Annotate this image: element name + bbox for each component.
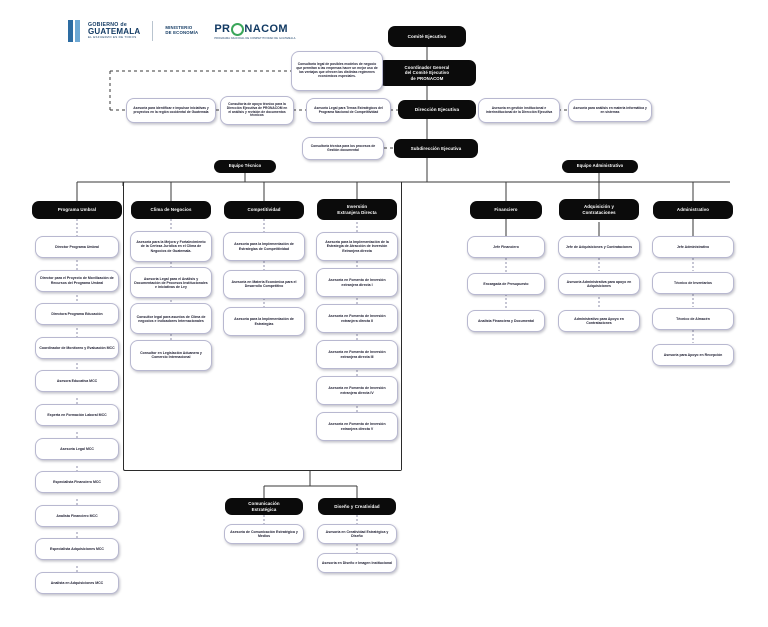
column-header-inversion-extranjera-directa[interactable]: Inversión Extranjera Directa <box>317 199 397 220</box>
node-clima-de-negocios-2[interactable]: Consultor legal para asuntos de Clima de… <box>130 303 212 335</box>
node-programa-umbral-7[interactable]: Especialista Financiero MCC <box>35 471 119 494</box>
advisory-consultoria-apoyo-tecnico[interactable]: Consultoría de apoyo técnico para la Dir… <box>220 96 294 125</box>
node-financiero-1[interactable]: Encargada de Presupuesto <box>467 273 545 295</box>
node-adquisicion-y-contrataciones-2[interactable]: Administrativo para Apoyo en Contratacio… <box>558 310 640 332</box>
node-administrativo-1[interactable]: Técnico de Inventarios <box>652 272 734 294</box>
advisory-asesoria-legal-temas-estrategicos[interactable]: Asesoría Legal para Temas Estratégicos d… <box>306 98 391 123</box>
column-header-financiero[interactable]: Financiero <box>470 201 542 219</box>
node-adquisicion-y-contrataciones-0[interactable]: Jefe de Adquisiciones y Contrataciones <box>558 236 640 258</box>
guatemala-flag-icon <box>68 20 80 42</box>
node-programa-umbral-6[interactable]: Asesoría Legal MCC <box>35 437 119 460</box>
pronacom-wordmark: PR NACOM <box>214 22 295 36</box>
node-programa-umbral-3[interactable]: Coordinador de Monitoreo y Evaluación MC… <box>35 336 119 359</box>
node-adquisicion-y-contrataciones-1[interactable]: Asesoría Administrativa para apoyo en Ad… <box>558 273 640 295</box>
label-equipo-administrativo[interactable]: Equipo Administrativo <box>562 160 638 173</box>
node-competitividad-1[interactable]: Asesoría en Materia Económica para el De… <box>223 269 305 299</box>
pronacom-part1: PR <box>214 23 231 35</box>
column-header-clima-de-negocios[interactable]: Clima de Negocios <box>131 201 211 219</box>
column-header-administrativo[interactable]: Administrativo <box>653 201 733 219</box>
node-administrativo-0[interactable]: Jefe Administrativo <box>652 236 734 258</box>
advisory-asesoria-gestion-institucional[interactable]: Asesoría en gestión institucional e inte… <box>478 98 560 123</box>
node-coordinador-general[interactable]: Coordinador General del Comité Ejecutivo… <box>378 60 476 86</box>
node-direccion-ejecutiva[interactable]: Dirección Ejecutiva <box>398 100 476 119</box>
node-programa-umbral-0[interactable]: Director Programa Umbral <box>35 236 119 258</box>
label-equipo-tecnico[interactable]: Equipo Técnico <box>214 160 276 173</box>
ministerio-line2: DE ECONOMÍA <box>165 30 199 35</box>
gobierno-line3: EL ESFUERZO ES DE TODOS <box>88 35 137 40</box>
node-programa-umbral-8[interactable]: Analista Financiero MCC <box>35 504 119 527</box>
node-inversion-extranjera-directa-3[interactable]: Asesoría en Fomento de Inversión extranj… <box>316 340 398 369</box>
node-programa-umbral-9[interactable]: Especialista Adquisiciones MCC <box>35 538 119 561</box>
node-inversion-extranjera-directa-5[interactable]: Asesoría en Fomento de Inversión extranj… <box>316 412 398 441</box>
equipo-tecnico-frame-right <box>401 182 402 470</box>
ministerio-line1: MINISTERIO <box>165 25 193 31</box>
node-diseno-y-creatividad-1[interactable]: Asesoría en Diseño e Imagen Instituciona… <box>317 553 397 573</box>
gobierno-line2: GUATEMALA <box>88 27 141 37</box>
ministerio-wordmark: MINISTERIO DE ECONOMÍA <box>165 25 199 36</box>
node-programa-umbral-4[interactable]: Asesora Educativa MCC <box>35 370 119 393</box>
node-competitividad-0[interactable]: Asesoría para la Implementación de Estra… <box>223 232 305 261</box>
node-comite-ejecutivo[interactable]: Comité Ejecutivo <box>388 26 466 47</box>
node-financiero-2[interactable]: Analista Financiera y Documental <box>467 310 545 332</box>
brand-divider <box>152 21 154 41</box>
node-inversion-extranjera-directa-1[interactable]: Asesoría en Fomento de Inversión extranj… <box>316 268 398 297</box>
pronacom-ring-icon <box>230 22 244 36</box>
brand-header: GOBIERNO de GUATEMALA EL ESFUERZO ES DE … <box>68 20 296 42</box>
column-header-competitividad[interactable]: Competitividad <box>224 201 304 219</box>
node-programa-umbral-1[interactable]: Director para el Proyecto de Movilizació… <box>35 269 119 292</box>
advisory-asesoria-region-occidental[interactable]: Asesoría para identificar e impulsar ini… <box>126 98 216 123</box>
node-clima-de-negocios-3[interactable]: Consultor en Legislación Aduanera y Come… <box>130 339 212 371</box>
node-clima-de-negocios-1[interactable]: Asesoría Legal para el Análisis y Docume… <box>130 267 212 299</box>
pronacom-logo: PR NACOM PROGRAMA NACIONAL DE COMPETITIV… <box>214 22 296 40</box>
column-header-programa-umbral[interactable]: Programa Umbral <box>32 201 122 219</box>
node-financiero-0[interactable]: Jefe Financiero <box>467 236 545 258</box>
gobierno-wordmark: GOBIERNO de GUATEMALA EL ESFUERZO ES DE … <box>88 21 141 40</box>
node-competitividad-2[interactable]: Asesoría para la Implementación de Estra… <box>223 307 305 336</box>
column-header-adquisicion-y-contrataciones[interactable]: Adquisición y Contrataciones <box>559 199 639 220</box>
column-header-comunicacion-estrategica[interactable]: Comunicación Estratégica <box>225 498 303 515</box>
node-diseno-y-creatividad-0[interactable]: Asesoría en Creatividad Estratégica y Di… <box>317 524 397 544</box>
advisory-asesoria-informatica[interactable]: Asesoría para análisis en materia inform… <box>568 99 652 122</box>
advisory-consultoria-gestion-documental[interactable]: Consultoría técnica para los procesos de… <box>302 137 384 160</box>
node-inversion-extranjera-directa-4[interactable]: Asesoría en Fomento de Inversión extranj… <box>316 376 398 405</box>
advisory-consultoria-modelos-negocio[interactable]: Consultoría legal de posibles modelos de… <box>291 51 383 91</box>
node-inversion-extranjera-directa-0[interactable]: Asesoría para la Implementación de la Es… <box>316 232 398 261</box>
node-administrativo-3[interactable]: Asesoría para Apoyo en Recepción <box>652 344 734 366</box>
node-inversion-extranjera-directa-2[interactable]: Asesoría en Fomento de Inversión extranj… <box>316 304 398 333</box>
node-administrativo-2[interactable]: Técnico de Almacén <box>652 308 734 330</box>
node-programa-umbral-10[interactable]: Analista en Adquisiciones MCC <box>35 572 119 594</box>
gobierno-line1: GOBIERNO de <box>88 21 128 28</box>
pronacom-tagline: PROGRAMA NACIONAL DE COMPETITIVIDAD DE G… <box>214 36 296 40</box>
node-programa-umbral-5[interactable]: Experta en Formación Laboral MCC <box>35 404 119 426</box>
pronacom-part2: NACOM <box>244 23 288 35</box>
equipo-tecnico-frame <box>123 182 402 471</box>
node-subdireccion-ejecutiva[interactable]: Subdirección Ejecutiva <box>394 139 478 158</box>
node-clima-de-negocios-0[interactable]: Asesoría para la Mejora y Fortalecimient… <box>130 231 212 262</box>
node-comunicacion-estrategica-0[interactable]: Asesoría de Comunicación Estratégica y M… <box>224 524 304 544</box>
column-header-diseno-y-creatividad[interactable]: Diseño y Creatividad <box>318 498 396 515</box>
node-programa-umbral-2[interactable]: Directora Programa Educación <box>35 303 119 326</box>
